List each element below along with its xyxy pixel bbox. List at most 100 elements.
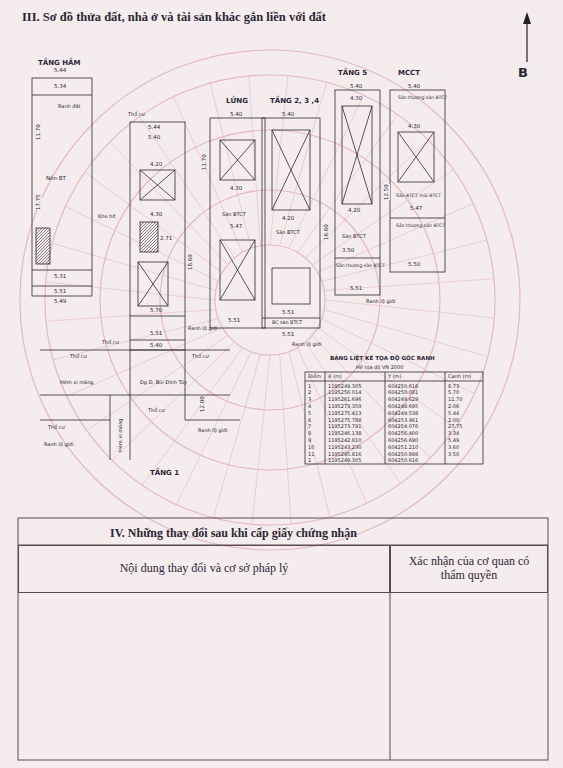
plan-label: TẦNG 1 bbox=[150, 470, 179, 477]
table-cell: 8.73 bbox=[448, 384, 459, 389]
plan-label: 5.51 bbox=[282, 310, 294, 316]
table-cell: 604250.616 bbox=[388, 458, 418, 463]
plan-label: Ranh lộ giới bbox=[44, 442, 73, 447]
table-cell: 1195245.816 bbox=[328, 452, 361, 457]
plan-label: 4.20 bbox=[282, 216, 294, 222]
table-cell: 5.70 bbox=[448, 390, 459, 395]
plan-label: 5.51 bbox=[228, 318, 240, 324]
plan-label: Nền BT bbox=[46, 176, 66, 182]
plan-label: Khe hở bbox=[98, 214, 115, 219]
table-cell: X (m) bbox=[328, 374, 342, 379]
plan-label: 5.70 bbox=[150, 308, 162, 314]
dimension-label: 12.00 bbox=[200, 396, 206, 412]
table-cell: 604256.690 bbox=[388, 438, 418, 443]
table-cell: 10 bbox=[308, 445, 314, 450]
plan-label: B bbox=[518, 66, 528, 79]
header-text: Xác nhận của cơ quan có thẩm quyền bbox=[391, 553, 547, 585]
plan-label: 5.40 bbox=[150, 343, 162, 349]
table-cell: 11 bbox=[308, 452, 314, 457]
table-cell: 604253.961 bbox=[388, 418, 418, 423]
plan-label: 5.47 bbox=[230, 224, 242, 230]
table-cell: 604250.081 bbox=[388, 390, 418, 395]
table-cell: 2.06 bbox=[448, 404, 459, 409]
table-cell: BẢNG LIỆT KÊ TỌA ĐỘ GÓC RANH bbox=[330, 356, 435, 362]
table-cell: 604249.538 bbox=[388, 411, 418, 416]
plan-label: 5.51 bbox=[54, 289, 66, 295]
table-cell: 604248.695 bbox=[388, 404, 418, 409]
plan-label: 4.30 bbox=[408, 124, 420, 130]
table-cell: 3.60 bbox=[448, 445, 459, 450]
plan-label: Thổ cư bbox=[148, 408, 165, 413]
plan-label: Đg Đ. Bùi Đình Túy bbox=[140, 380, 187, 385]
dimension-label: 12.50 bbox=[384, 184, 390, 200]
plan-label: 5.34 bbox=[54, 84, 66, 90]
plan-label: Sân BTCT mái BTCT bbox=[396, 194, 441, 199]
table-cell: 604254.076 bbox=[388, 424, 418, 429]
plan-label: Ranh đất bbox=[58, 104, 81, 109]
plan-label: Thổ cư bbox=[70, 354, 87, 359]
plan-label: Thổ cư bbox=[48, 425, 65, 430]
table-cell: 1195275.788 bbox=[328, 418, 361, 423]
table-cell: Điểm bbox=[308, 374, 321, 379]
plan-label: Ranh lộ giới bbox=[198, 428, 227, 433]
dimension-label: 11.70 bbox=[36, 124, 42, 140]
header-text: Nội dung thay đổi và cơ sở pháp lý bbox=[114, 560, 295, 578]
table-cell: 1 bbox=[308, 458, 311, 463]
plan-label: Sân BTCT bbox=[222, 212, 246, 217]
table-cell: 604249.629 bbox=[388, 397, 418, 402]
table-cell: 604251.210 bbox=[388, 445, 418, 450]
table-cell: 604250.898 bbox=[388, 452, 418, 457]
table-cell: 3.50 bbox=[448, 452, 459, 457]
table-cell: 1195249.305 bbox=[328, 458, 361, 463]
plan-label: TẦNG 5 bbox=[338, 70, 367, 77]
table-cell: 2 bbox=[308, 390, 311, 395]
plan-label: TẦNG 2, 3 ,4 bbox=[270, 98, 319, 105]
table-cell: 4 bbox=[308, 404, 311, 409]
table-cell: 9 bbox=[308, 438, 311, 443]
plan-label: Thổ cư bbox=[128, 112, 145, 117]
plan-label: 4.20 bbox=[348, 208, 360, 214]
plan-label: IV. Những thay đổi sau khi cấp giấy chứn… bbox=[110, 527, 357, 539]
table-cell: 3 bbox=[308, 397, 311, 402]
table-cell: 27.75 bbox=[448, 424, 462, 429]
table-cell: 1195273.359 bbox=[328, 404, 361, 409]
table-cell: 604250.616 bbox=[388, 384, 418, 389]
plan-label: Sàn BTCT bbox=[342, 234, 366, 239]
plan-label: Sân thượng sàn BTCT bbox=[396, 224, 445, 229]
table-cell: 1195256.014 bbox=[328, 390, 361, 395]
plan-label: 5.44 bbox=[148, 125, 160, 131]
table-cell: 2.00 bbox=[448, 418, 459, 423]
table-header-cell: Nội dung thay đổi và cơ sở pháp lý bbox=[18, 545, 390, 593]
plan-label: 5.40 bbox=[408, 84, 420, 90]
dimension-label: 11.70 bbox=[202, 154, 208, 170]
plan-label: BC sàn BTCT bbox=[272, 321, 302, 326]
table-cell: 1 bbox=[308, 384, 311, 389]
table-cell: 1195242.810 bbox=[328, 438, 361, 443]
plan-label: Sân thượng sàn BTCT bbox=[336, 264, 385, 269]
table-cell: 5.44 bbox=[448, 411, 459, 416]
plan-label: Hẻm xi măng bbox=[60, 380, 94, 385]
plan-label: 5.51 bbox=[350, 286, 362, 292]
plan-label: 5.49 bbox=[54, 299, 66, 305]
plan-label: Ranh lộ giới bbox=[366, 299, 395, 304]
table-cell: 6 bbox=[308, 418, 311, 423]
plan-label: 3.50 bbox=[342, 248, 354, 254]
plan-label: MCCT bbox=[398, 70, 420, 77]
table-cell: 1195249.305 bbox=[328, 384, 361, 389]
plan-label: 4.20 bbox=[150, 162, 162, 168]
table-cell: 1195243.230 bbox=[328, 445, 361, 450]
plan-label: Ranh lộ giới bbox=[188, 326, 217, 331]
plan-label: Thổ cư bbox=[102, 340, 119, 345]
plan-label: Thổ cư bbox=[192, 354, 209, 359]
table-cell: 5.49 bbox=[448, 438, 459, 443]
table-cell: Hệ tọa độ VN 2000 bbox=[356, 365, 403, 370]
table-cell: 1195275.413 bbox=[328, 411, 361, 416]
table-header-cell: Xác nhận của cơ quan có thẩm quyền bbox=[390, 545, 548, 593]
table-cell: 5 bbox=[308, 411, 311, 416]
page-title: III. Sơ đồ thửa đất, nhà ở và tài sản kh… bbox=[22, 10, 326, 25]
plan-label: 5.44 bbox=[54, 68, 66, 74]
plan-label: 5.40 bbox=[350, 84, 362, 90]
plan-label: TẦNG HẦM bbox=[38, 60, 80, 67]
dimension-label: 17.75 bbox=[36, 194, 42, 210]
plan-label: 5.47 bbox=[410, 206, 422, 212]
